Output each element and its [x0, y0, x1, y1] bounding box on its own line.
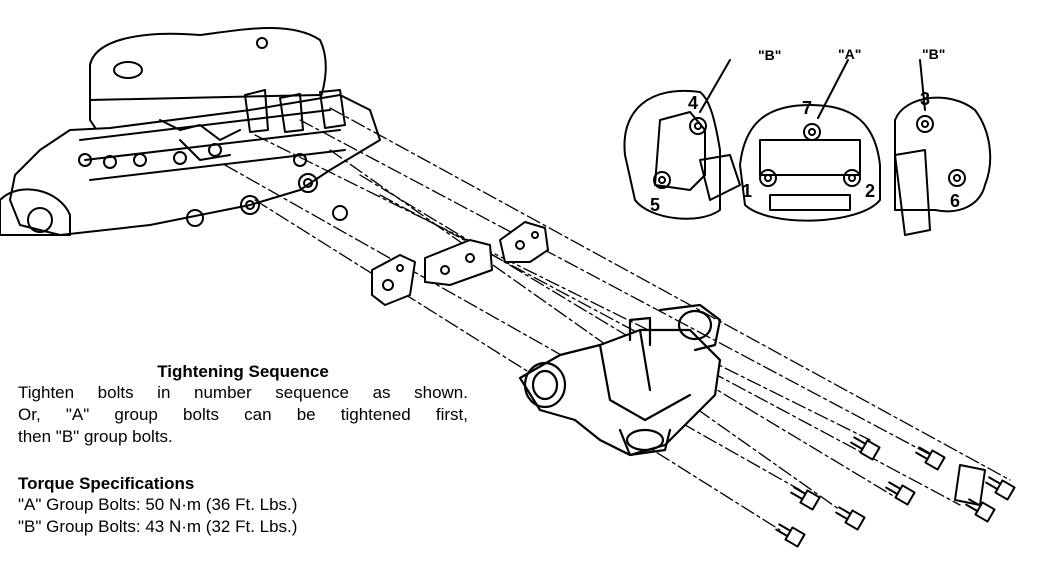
- tightening-line-2: Or, "A" group bolts can be tightened fir…: [18, 405, 468, 424]
- exhaust-manifold: [518, 303, 722, 457]
- bolt-sequence-inset: [623, 59, 992, 236]
- bolt-number-6: 6: [950, 191, 961, 211]
- bolt-number-7: 7: [802, 98, 813, 118]
- bolt-number-3: 3: [920, 89, 931, 109]
- engine-head: [0, 27, 381, 236]
- callout-a: "A": [838, 46, 862, 62]
- torque-specifications-title: Torque Specifications: [18, 474, 195, 493]
- callout-b-right: "B": [922, 46, 946, 62]
- manifold-gaskets: [371, 221, 549, 306]
- torque-line-b: "B" Group Bolts: 43 N·m (32 Ft. Lbs.): [18, 517, 298, 536]
- instructions-text: Tightening Sequence Tighten bolts in num…: [18, 362, 478, 538]
- bolt-number-5: 5: [650, 195, 661, 215]
- bolt-number-4: 4: [688, 93, 699, 113]
- tightening-sequence-title: Tightening Sequence: [157, 362, 329, 381]
- callout-b-left: "B": [758, 47, 782, 63]
- manifold-bolts: [775, 436, 1016, 548]
- tightening-line-1: Tighten bolts in number sequence as show…: [18, 383, 468, 402]
- torque-line-a: "A" Group Bolts: 50 N·m (36 Ft. Lbs.): [18, 495, 298, 514]
- tightening-line-3: then "B" group bolts.: [18, 427, 173, 446]
- bolt-number-1: 1: [742, 181, 753, 201]
- bolt-number-2: 2: [865, 181, 876, 201]
